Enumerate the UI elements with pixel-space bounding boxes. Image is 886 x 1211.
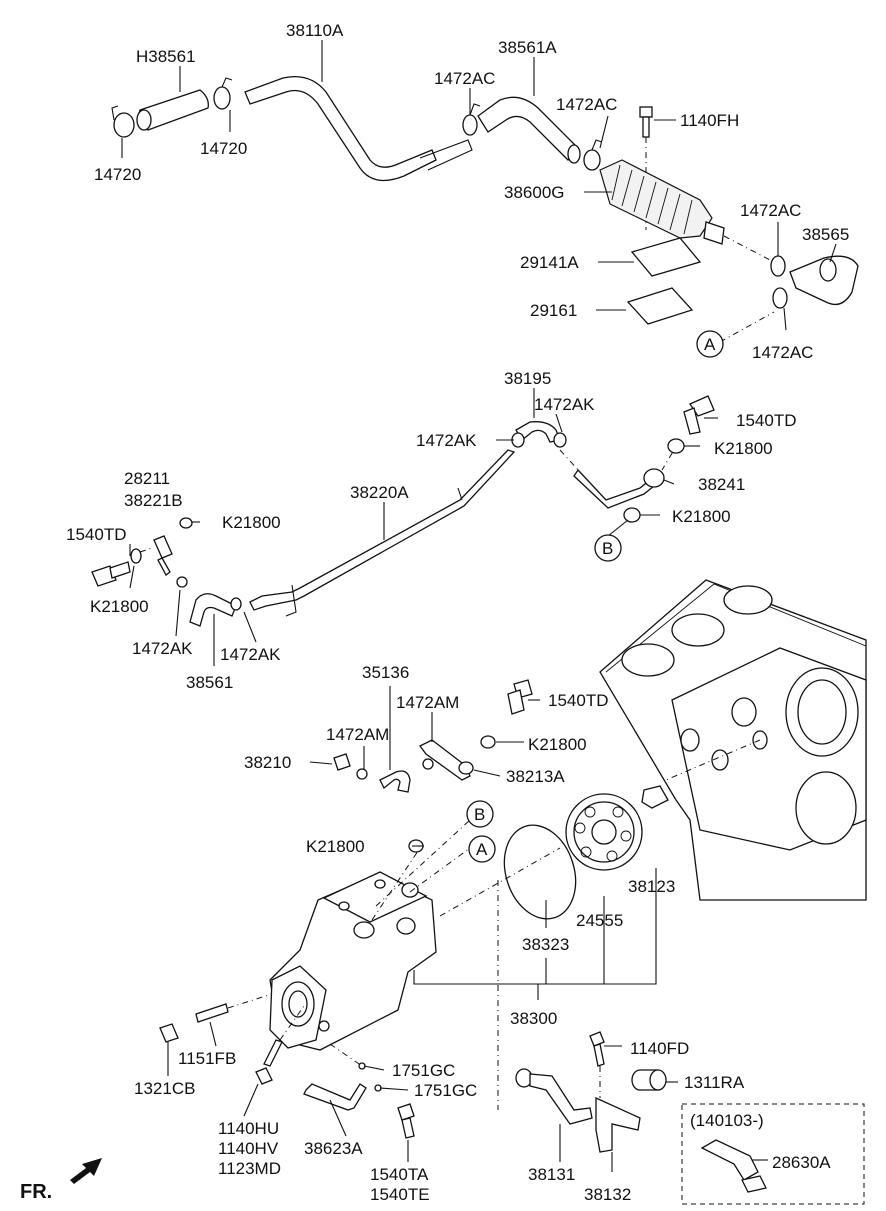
label-1151fb: 1151FB [178,1049,236,1068]
label-14720: 14720 [200,139,247,158]
callout-a: A [704,335,716,354]
leaders-bottom [167,686,678,1172]
part-labels: H38561 38110A 38561A 1472AC 1472AC 1140F… [20,21,849,1204]
label-k21800: K21800 [528,735,587,754]
label-38561: 38561 [186,673,233,692]
label-1472ak: 1472AK [534,395,595,414]
label-1472ac: 1472AC [752,343,813,362]
label-29141a: 29141A [520,253,579,272]
label-1472ak: 1472AK [220,645,281,664]
label-1140fd: 1140FD [630,1039,689,1058]
label-28211: 28211 [124,469,170,488]
engine-block [599,579,867,901]
label-1540td: 1540TD [548,691,608,710]
label-k21800: K21800 [714,439,773,458]
oil-pipe-assembly [91,395,715,627]
label-38195: 38195 [504,369,551,388]
intake-hose-assembly [111,75,859,343]
label-38561a: 38561A [498,38,557,57]
label-date-range: (140103-) [690,1111,764,1130]
label-1540td: 1540TD [736,411,796,430]
label-1472ak: 1472AK [416,431,477,450]
label-38565: 38565 [802,225,849,244]
label-1321cb: 1321CB [134,1079,195,1098]
label-38300: 38300 [510,1009,557,1028]
label-38131: 38131 [528,1165,575,1184]
label-1472am: 1472AM [396,693,459,712]
label-1311ra: 1311RA [684,1073,745,1092]
label-38220a: 38220A [350,483,409,502]
leaders-top [121,40,837,331]
label-h38561: H38561 [136,47,196,66]
label-1540te: 1540TE [370,1185,430,1204]
label-1751gc: 1751GC [392,1061,455,1080]
label-14720: 14720 [94,165,141,184]
label-k21800: K21800 [90,597,149,616]
label-1751gc: 1751GC [414,1081,477,1100]
label-38210: 38210 [244,753,291,772]
callout-circles [466,330,724,863]
callout-b: B [474,805,485,824]
front-direction-arrow-icon [70,1158,102,1184]
label-1123md: 1123MD [218,1159,281,1178]
revision-box [681,1103,865,1205]
label-k21800: K21800 [222,513,281,532]
label-35136: 35136 [362,663,409,682]
label-29161: 29161 [530,301,577,320]
label-38123: 38123 [628,877,675,896]
label-1540ta: 1540TA [370,1165,429,1184]
label-1472ac: 1472AC [740,201,801,220]
label-38600g: 38600G [504,183,565,202]
label-1472ac: 1472AC [434,69,495,88]
callout-b: B [602,539,613,558]
label-24555: 24555 [576,911,623,930]
label-1472am: 1472AM [326,725,389,744]
label-38623a: 38623A [304,1139,363,1158]
callout-a: A [476,840,488,859]
front-label: FR. [20,1181,52,1203]
compressor-assembly [159,679,669,1153]
label-k21800: K21800 [672,507,731,526]
label-k21800: K21800 [306,837,365,856]
label-1472ac: 1472AC [556,95,617,114]
label-38132: 38132 [584,1185,631,1204]
label-1140hu: 1140HU [218,1119,279,1138]
label-38110a: 38110A [286,21,344,40]
leaders-middle [129,388,718,666]
label-38241: 38241 [698,475,745,494]
label-1140fh: 1140FH [680,111,739,130]
label-38213a: 38213A [506,767,565,786]
label-28630a: 28630A [772,1153,831,1172]
label-38323: 38323 [522,935,569,954]
label-1140hv: 1140HV [218,1139,279,1158]
label-38221b: 38221B [124,491,183,510]
label-1472ak: 1472AK [132,639,193,658]
label-1540td: 1540TD [66,525,126,544]
